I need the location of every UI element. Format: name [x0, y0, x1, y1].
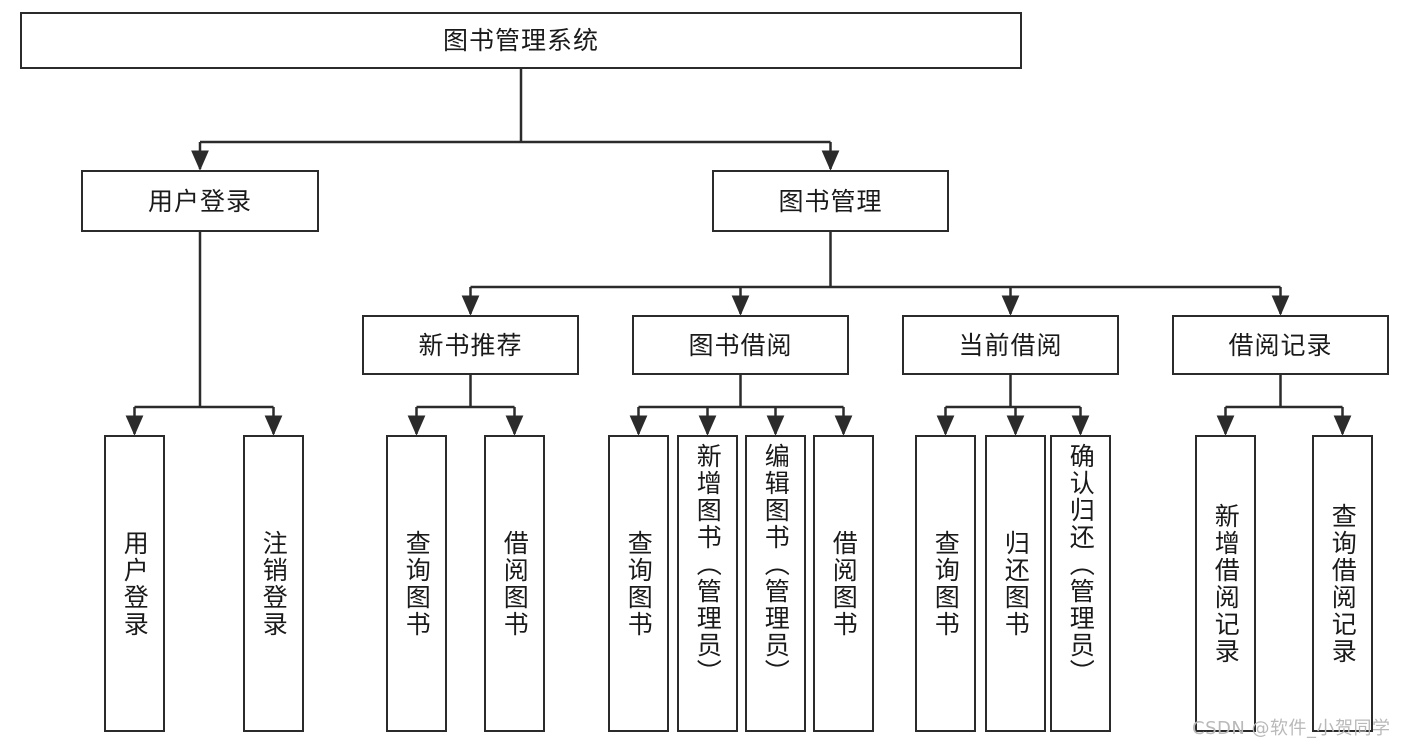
node-leaf-login-1[interactable]: 用户登录: [104, 435, 165, 732]
node-label: 用户登录: [120, 529, 150, 638]
node-leaf-new-2[interactable]: 借阅图书: [484, 435, 545, 732]
node-label: 新增图书（管理员）: [693, 443, 723, 686]
node-leaf-borrow-4[interactable]: 借阅图书: [813, 435, 874, 732]
node-leaf-login-2[interactable]: 注销登录: [243, 435, 304, 732]
node-leaf-cur-3[interactable]: 确认归还（管理员）: [1050, 435, 1111, 732]
node-label: 确认归还（管理员）: [1066, 443, 1096, 686]
node-leaf-borrow-2[interactable]: 新增图书（管理员）: [677, 435, 738, 732]
node-leaf-cur-2[interactable]: 归还图书: [985, 435, 1046, 732]
node-leaf-borrow-1[interactable]: 查询图书: [608, 435, 669, 732]
node-login[interactable]: 用户登录: [81, 170, 319, 232]
node-borrow[interactable]: 图书借阅: [632, 315, 849, 375]
node-label: 图书借阅: [688, 330, 793, 360]
node-label: 查询图书: [402, 529, 432, 638]
node-label: 新书推荐: [418, 330, 523, 360]
node-label: 当前借阅: [958, 330, 1063, 360]
node-records[interactable]: 借阅记录: [1172, 315, 1389, 375]
node-label: 借阅图书: [829, 529, 859, 638]
node-leaf-new-1[interactable]: 查询图书: [386, 435, 447, 732]
node-label: 查询图书: [624, 529, 654, 638]
node-label: 图书管理: [778, 186, 883, 216]
node-root[interactable]: 图书管理系统: [20, 12, 1022, 69]
node-leaf-cur-1[interactable]: 查询图书: [915, 435, 976, 732]
node-leaf-borrow-3[interactable]: 编辑图书（管理员）: [745, 435, 806, 732]
node-newbooks[interactable]: 新书推荐: [362, 315, 579, 375]
node-leaf-rec-1[interactable]: 新增借阅记录: [1195, 435, 1256, 732]
csdn-watermark: CSDN @软件_小贺同学: [1192, 718, 1391, 739]
node-bookmgmt[interactable]: 图书管理: [712, 170, 949, 232]
node-label: 借阅图书: [500, 529, 530, 638]
node-label: 新增借阅记录: [1211, 502, 1241, 665]
node-current[interactable]: 当前借阅: [902, 315, 1119, 375]
node-label: 用户登录: [147, 186, 252, 216]
node-label: 归还图书: [1001, 529, 1031, 638]
node-label: 查询图书: [931, 529, 961, 638]
node-label: 借阅记录: [1228, 330, 1333, 360]
node-label: 编辑图书（管理员）: [761, 443, 791, 686]
node-label: 查询借阅记录: [1328, 502, 1358, 665]
node-label: 图书管理系统: [442, 26, 599, 55]
node-label: 注销登录: [259, 529, 289, 638]
node-leaf-rec-2[interactable]: 查询借阅记录: [1312, 435, 1373, 732]
